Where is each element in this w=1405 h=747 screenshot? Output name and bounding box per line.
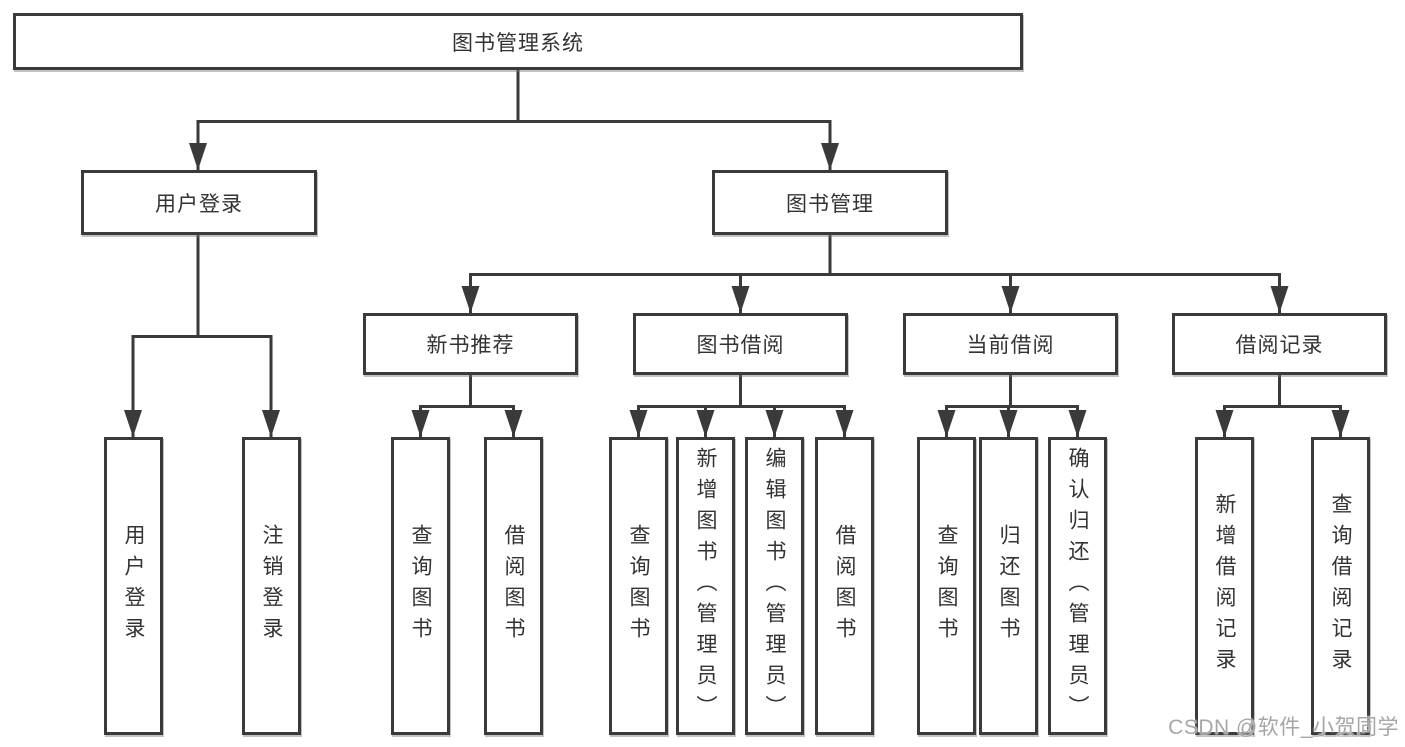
node-book-borrowing: 图书借阅 (633, 313, 848, 375)
node-leaf-add-borrow-record: 新增借阅记录 (1195, 437, 1254, 735)
node-leaf-user-login: 用户登录 (104, 437, 163, 735)
node-leaf-query-books-current: 查询图书 (917, 437, 976, 735)
node-leaf-query-books-borrowing: 查询图书 (609, 437, 668, 735)
node-leaf-borrow-books-recommend: 借阅图书 (484, 437, 543, 735)
node-leaf-query-books-recommend: 查询图书 (391, 437, 450, 735)
connector-root-to-level2 (189, 70, 839, 170)
connector-records-children (1215, 375, 1350, 437)
node-leaf-logout: 注销登录 (242, 437, 301, 735)
connector-book-management-children (461, 235, 1289, 313)
connector-recommendation-children (411, 375, 523, 437)
node-borrowing-records: 借阅记录 (1172, 313, 1387, 375)
node-new-book-recommendation: 新书推荐 (363, 313, 578, 375)
node-current-borrowing: 当前借阅 (903, 313, 1118, 375)
node-leaf-return-book: 归还图书 (979, 437, 1038, 735)
node-leaf-borrow-books-borrowing: 借阅图书 (815, 437, 874, 735)
node-leaf-query-borrow-record: 查询借阅记录 (1311, 437, 1370, 735)
watermark: CSDN @软件_小贺同学 (1168, 716, 1399, 739)
node-leaf-confirm-return-admin: 确认归还（管理员） (1048, 437, 1107, 735)
connector-current-borrowing-children (937, 375, 1087, 437)
node-leaf-add-book-admin: 新增图书（管理员） (676, 437, 735, 735)
connector-borrowing-children (629, 375, 854, 437)
connector-user-login-children (124, 235, 280, 437)
node-leaf-edit-book-admin: 编辑图书（管理员） (745, 437, 804, 735)
node-book-management: 图书管理 (712, 170, 948, 235)
node-library-management-system: 图书管理系统 (13, 13, 1023, 70)
node-user-login: 用户登录 (81, 170, 317, 235)
